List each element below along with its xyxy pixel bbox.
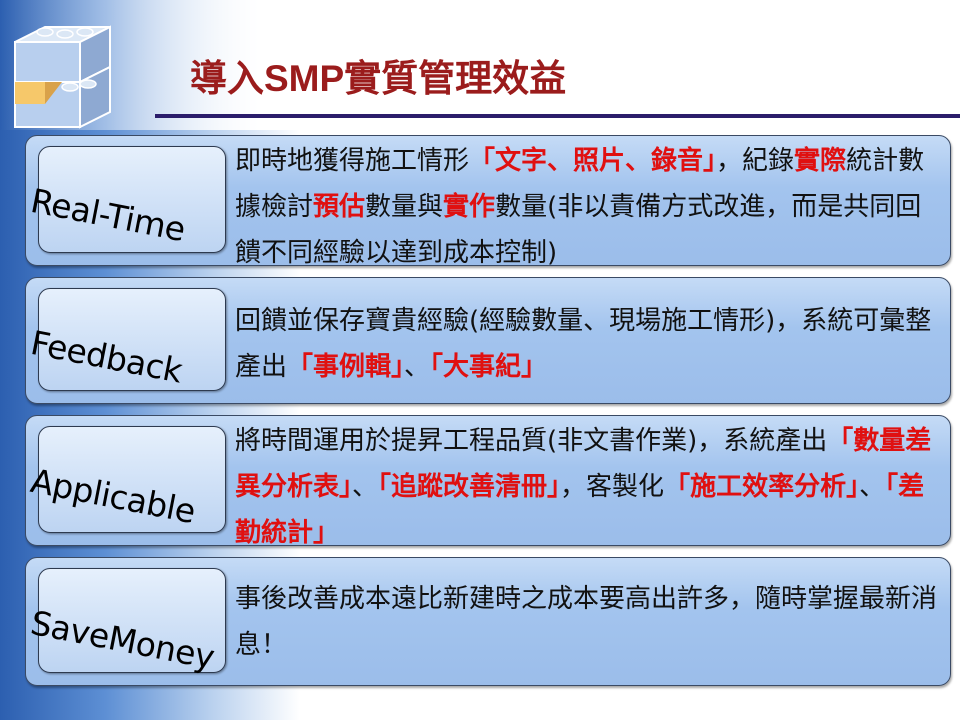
text-segment: 、 <box>352 472 379 502</box>
benefit-row-save-money: SaveMoney 事後改善成本遠比新建時之成本要高出許多，隨時掌握最新消息！ <box>25 557 951 686</box>
benefit-label-box: Real-Time <box>28 146 226 253</box>
highlighted-text: 預估 <box>313 192 366 222</box>
benefit-description: 事後改善成本遠比新建時之成本要高出許多，隨時掌握最新消息！ <box>235 576 944 668</box>
title-underline <box>155 114 960 118</box>
benefit-description: 即時地獲得施工情形「文字、照片、錄音」，紀錄實際統計數據檢討預估數量與實作數量(… <box>235 138 944 276</box>
text-segment: 、 <box>859 472 886 502</box>
text-segment: 回饋並保存寶貴經驗(經驗數量、現場施工情形)，系統可彙整產出 <box>235 306 932 382</box>
benefit-description: 將時間運用於提昇工程品質(非文書作業)，系統產出「數量差異分析表」、「追蹤改善清… <box>235 418 944 556</box>
benefit-label-box: SaveMoney <box>28 568 226 677</box>
highlighted-text: 「數量差異分析表」 <box>235 426 932 502</box>
text-segment: ，紀錄 <box>716 146 795 176</box>
highlighted-text: 實際 <box>794 146 847 176</box>
highlighted-text: 「大事紀」 <box>430 352 548 382</box>
benefit-row-real-time: Real-Time 即時地獲得施工情形「文字、照片、錄音」，紀錄實際統計數據檢討… <box>25 135 951 268</box>
text-segment: 數量(非以責備方式改進，而是共同回饋不同經驗以達到成本控制) <box>235 192 922 268</box>
highlighted-text: 「追蹤改善清冊」 <box>378 472 561 502</box>
highlighted-text: 「差勤統計」 <box>235 472 925 548</box>
page-title: 導入SMP實質管理效益 <box>190 58 567 99</box>
benefit-row-applicable: Applicable 將時間運用於提昇工程品質(非文書作業)，系統產出「數量差異… <box>25 415 951 548</box>
text-segment: 將時間運用於提昇工程品質(非文書作業)，系統產出 <box>235 426 828 456</box>
benefit-label: SaveMoney <box>27 603 218 677</box>
benefit-label: Feedback <box>27 323 186 391</box>
benefit-label-box: Applicable <box>28 426 226 533</box>
benefit-label: Applicable <box>27 461 199 532</box>
highlighted-text: 「施工效率分析」 <box>664 472 860 502</box>
highlighted-text: 「事例輯」 <box>287 352 405 382</box>
highlighted-text: 實作 <box>443 192 496 222</box>
text-segment: 、 <box>404 352 431 382</box>
text-segment: 即時地獲得施工情形 <box>235 146 470 176</box>
highlighted-text: 「文字、照片、錄音」 <box>469 146 717 176</box>
text-segment: 統計數據檢討 <box>235 146 925 222</box>
lego-bricks-icon <box>14 25 111 129</box>
benefit-description: 回饋並保存寶貴經驗(經驗數量、現場施工情形)，系統可彙整產出「事例輯」、「大事紀… <box>235 298 944 390</box>
benefit-label-box: Feedback <box>28 288 226 391</box>
benefit-row-feedback: Feedback 回饋並保存寶貴經驗(經驗數量、現場施工情形)，系統可彙整產出「… <box>25 277 951 404</box>
benefit-label: Real-Time <box>27 181 189 250</box>
background-fade <box>0 0 960 130</box>
text-segment: 數量與 <box>365 192 444 222</box>
text-segment: ，客製化 <box>560 472 665 502</box>
text-segment: 事後改善成本遠比新建時之成本要高出許多，隨時掌握最新消息！ <box>235 584 938 660</box>
